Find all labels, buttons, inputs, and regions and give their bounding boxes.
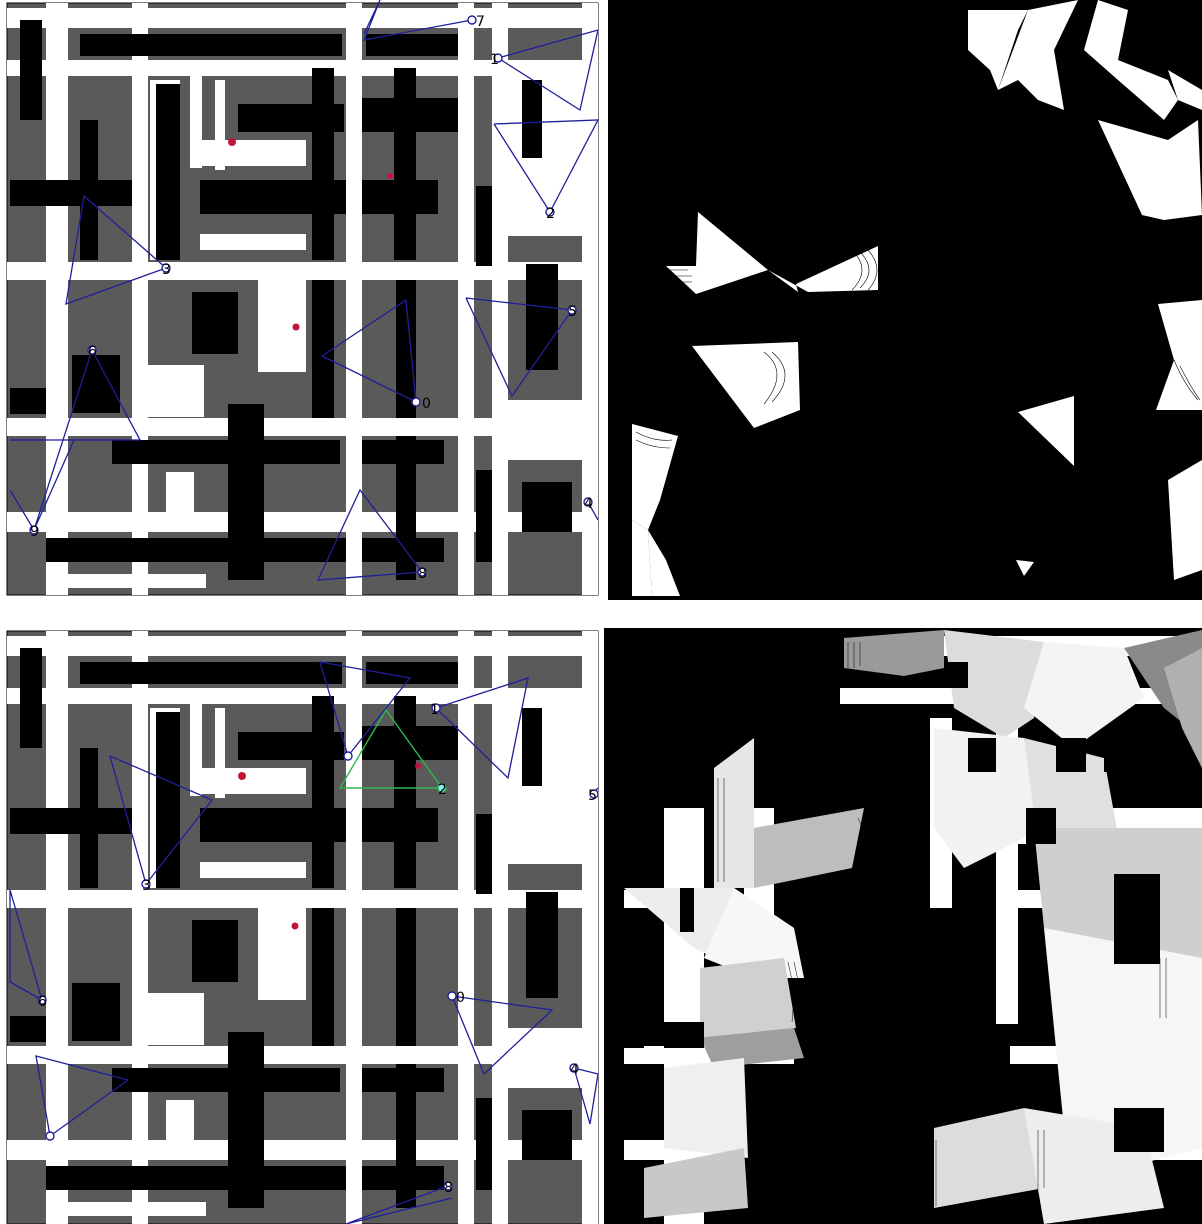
agent-marker: [448, 992, 456, 1000]
top-coverage-panel: [608, 0, 1202, 600]
agent-label: 1: [490, 52, 499, 68]
bottom-map-panel: 1 2 3 5 6 0 4 8: [0, 628, 602, 1224]
bottom-coverage-panel: [604, 628, 1202, 1224]
bottom-map-canvas: 1 2 3 5 6 0 4 8: [0, 628, 602, 1224]
agent-marker: [412, 398, 420, 406]
top-map-panel: 7 1 2 3 5 6 0 9 8 4: [0, 0, 602, 600]
agent-label: 9: [30, 524, 39, 540]
agent-label: 6: [38, 994, 47, 1010]
agent-label: 2: [438, 782, 447, 798]
agent-label: 8: [418, 566, 427, 582]
top-coverage-canvas: [608, 0, 1202, 600]
agent-label: 3: [162, 262, 171, 278]
agent-label: 0: [422, 396, 431, 412]
agent-label: 1: [430, 702, 439, 718]
agent-label: 0: [456, 990, 465, 1006]
agent-label: 8: [444, 1180, 453, 1196]
agent-label: 4: [570, 1062, 579, 1078]
agent-marker: [344, 752, 352, 760]
agent-marker: [46, 1132, 54, 1140]
agent-label: 5: [568, 304, 577, 320]
agent-marker: [468, 16, 476, 24]
agent-label: 2: [546, 206, 555, 222]
bottom-coverage-canvas: [604, 628, 1202, 1224]
agent-label: 6: [88, 344, 97, 360]
agent-label: 3: [142, 878, 151, 894]
agent-label: 5: [588, 788, 597, 804]
agent-label: 4: [584, 496, 593, 512]
agent-label: 7: [476, 14, 485, 30]
top-map-canvas: 7 1 2 3 5 6 0 9 8 4: [0, 0, 602, 600]
